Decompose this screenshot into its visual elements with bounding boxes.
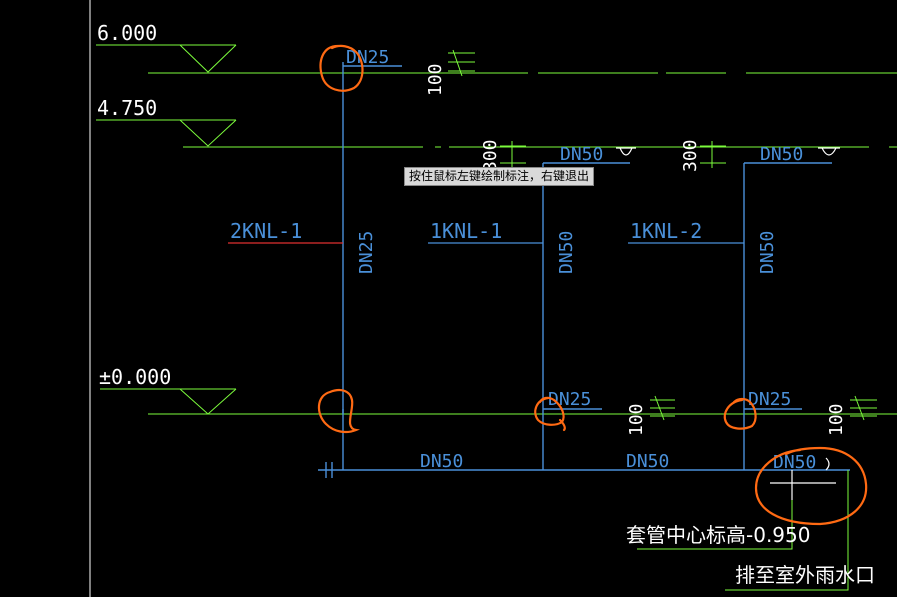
level-symbol-ground [100,388,237,415]
dimension-ground-mid: 100 [626,403,647,436]
markup-circles [317,44,868,526]
command-tooltip: 按住鼠标左键绘制标注，右键退出 [404,167,595,186]
riser-tag-mid: 1KNL-1 [430,219,502,243]
note-discharge: 排至室外雨水口 [735,563,875,587]
note-leaders [637,470,849,591]
level-label-mid: 4.750 [97,96,157,120]
dimension-drain-2: 300 [680,139,701,172]
dimension-ground-right: 100 [826,403,847,436]
roof-drain-symbols [616,147,840,471]
pipe-label-riser-mid-vertical: DN50 [556,231,577,274]
riser-tag-right: 1KNL-2 [630,219,702,243]
level-label-ground: ±0.000 [99,365,171,389]
pipe-label-main-1: DN50 [420,451,463,472]
pipe-label-drain-1: DN50 [560,144,603,165]
level-symbol-mid [96,119,237,147]
pipe-label-riser-right-vertical: DN50 [757,231,778,274]
pipe-label-drain-2: DN50 [760,144,803,165]
level-lines [148,72,897,415]
riser-tag-left: 2KNL-1 [230,219,302,243]
dimension-drain-1: 300 [480,139,501,172]
pipe-label-main-2: DN50 [626,451,669,472]
pipe-label-ground-right: DN25 [748,389,791,410]
pipe-label-outlet: DN50 [773,452,816,473]
level-label-top: 6.000 [97,21,157,45]
note-sleeve-elevation: 套管中心标高-0.950 [626,523,810,547]
pipe-label-riser-left-vertical: DN25 [356,231,377,274]
dimension-ticks [448,49,877,421]
dimension-top: 100 [425,63,446,96]
outlet-symbol [770,470,836,500]
level-symbol-top [96,44,237,73]
